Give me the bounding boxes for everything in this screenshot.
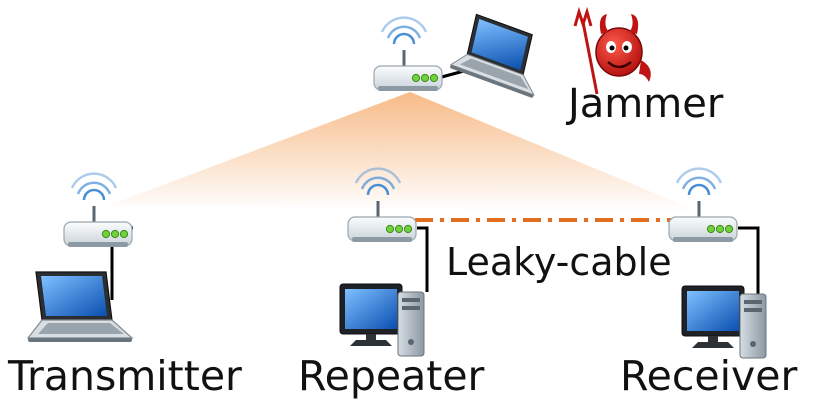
devil-icon [573, 6, 651, 95]
repeater-desktop-icon [339, 283, 425, 357]
transmitter-label: Transmitter [8, 352, 242, 400]
transmitter-laptop-icon [27, 271, 133, 343]
jammer-label: Jammer [568, 81, 724, 127]
repeater-label: Repeater [298, 352, 485, 400]
jammer-signal-beam [110, 92, 700, 212]
jammer-router-icon [372, 16, 444, 93]
jammer-laptop-icon [449, 11, 554, 99]
transmitter-router-icon [62, 172, 134, 249]
receiver-desktop-icon [681, 285, 767, 359]
receiver-label: Receiver [620, 352, 798, 400]
leaky-cable-label: Leaky-cable [446, 240, 672, 284]
